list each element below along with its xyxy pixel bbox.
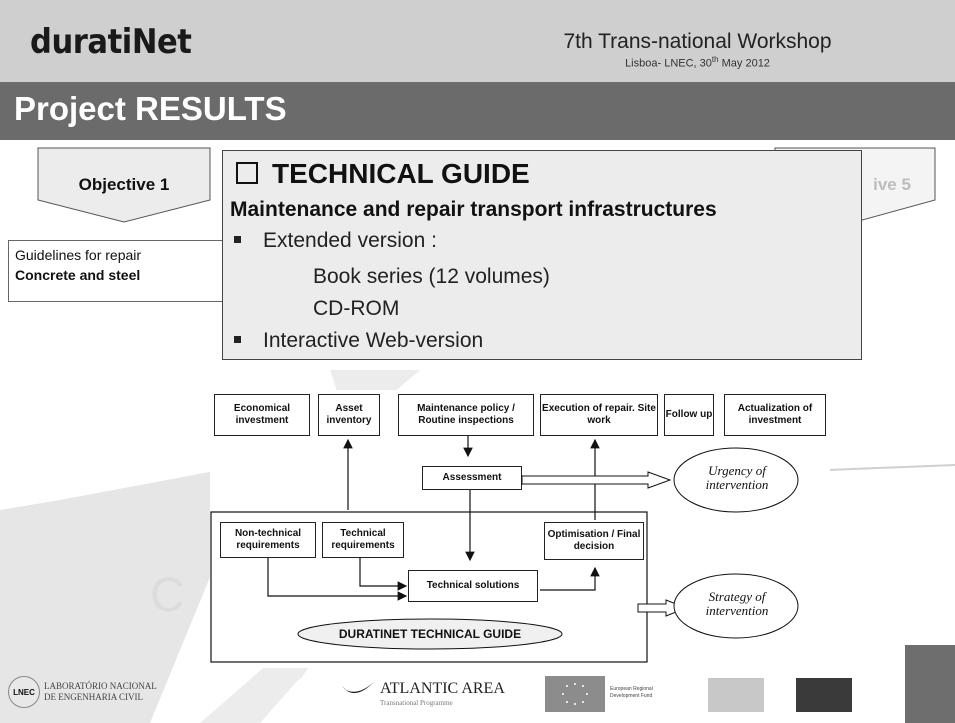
eu-fund-text: European Regional Development Fund <box>610 686 653 699</box>
guidelines-line-1: Guidelines for repair <box>15 247 142 263</box>
atlantic-area-swoosh-icon <box>342 682 374 694</box>
box-non-technical-requirements: Non-technical requirements <box>220 522 316 558</box>
box-asset-inventory: Asset inventory <box>318 394 380 436</box>
footer-logo-placeholder-2 <box>796 678 852 712</box>
process-diagram: Economical investment Asset inventory Ma… <box>210 390 830 668</box>
box-execution-of-repair: Execution of repair. Site work <box>540 394 658 436</box>
technical-guide-subtitle: Maintenance and repair transport infrast… <box>230 198 717 221</box>
urgency-of-intervention: Urgency of intervention <box>705 463 769 492</box>
duratinet-technical-guide-label: DURATINET TECHNICAL GUIDE <box>338 627 522 641</box>
bullet-extended-version: Extended version : <box>234 229 437 253</box>
page-title: Project RESULTS <box>14 90 287 127</box>
title-bar <box>0 82 955 140</box>
objective-1-label: Objective 1 <box>78 175 170 194</box>
objective-5-label: ive 5 <box>873 175 911 194</box>
checkbox-empty-icon <box>236 162 258 184</box>
footer-logo-placeholder-1 <box>708 678 764 712</box>
guidelines-box: Guidelines for repair Concrete and steel <box>8 240 224 302</box>
technical-guide-box <box>222 150 862 360</box>
brand-logo: duratiNet <box>30 22 192 62</box>
box-economical-investment: Economical investment <box>214 394 310 436</box>
lnec-name: LABORATÓRIO NACIONAL DE ENGENHARIA CIVIL <box>44 681 157 702</box>
technical-guide-title: TECHNICAL GUIDE <box>236 158 530 190</box>
box-assessment: Assessment <box>422 466 522 490</box>
box-optimisation: Optimisation / Final decision <box>544 522 644 560</box>
lnec-logo: LNEC <box>8 676 40 708</box>
strategy-of-intervention: Strategy of intervention <box>705 589 769 618</box>
box-technical-solutions: Technical solutions <box>408 570 538 602</box>
eu-flag-icon <box>545 676 605 712</box>
guidelines-line-2: Concrete and steel <box>15 267 141 283</box>
background-letter: C <box>150 569 185 622</box>
item-book-series: Book series (12 volumes) <box>313 265 550 288</box>
workshop-subtitle: Lisboa- LNEC, 30th May 2012 <box>625 55 770 70</box>
bullet-web-version: Interactive Web-version <box>234 329 483 353</box>
box-technical-requirements: Technical requirements <box>322 522 404 558</box>
box-follow-up: Follow up <box>664 394 714 436</box>
square-bullet-icon <box>234 336 241 343</box>
workshop-title: 7th Trans-national Workshop <box>563 30 832 53</box>
box-maintenance-policy: Maintenance policy / Routine inspections <box>398 394 534 436</box>
item-cd-rom: CD-ROM <box>313 297 400 320</box>
atlantic-area-logo: ATLANTIC AREA Transnational Programme <box>380 680 505 707</box>
box-actualization: Actualization of investment <box>724 394 826 436</box>
square-bullet-icon <box>234 236 241 243</box>
diagram-connectors <box>210 436 799 663</box>
header-bar <box>0 0 955 82</box>
